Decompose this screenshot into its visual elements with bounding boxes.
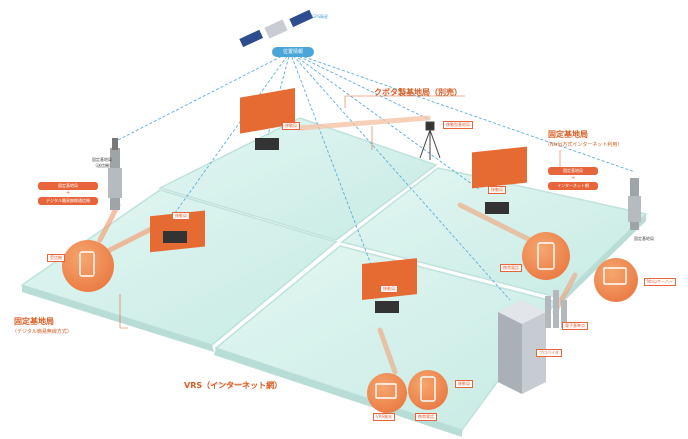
fixed-left-pole-label-1: 固定基地局 [92, 157, 112, 162]
machine-tag-5: 移動局 [455, 380, 473, 388]
callout-lines [119, 95, 561, 385]
reference-station-icons [545, 290, 567, 328]
mobile-base-station-icon [419, 121, 441, 160]
receiver-circle [62, 240, 114, 292]
fixed-right-pole-label: 固定基地局 [634, 236, 654, 241]
server-building-icon [498, 300, 546, 394]
gps-satellite-label: GPS衛星 [312, 14, 329, 19]
fixed-right-plus: + [571, 175, 576, 181]
fixed-right-pill-2: インターネット網 [548, 182, 598, 190]
field-bottom-edge [214, 348, 462, 437]
phone-circle-bottom [408, 370, 448, 410]
phone-circle-right [522, 232, 570, 280]
fixed-left-pill-2: デジタル簡易無線通信機 [38, 197, 98, 205]
fixed-left-pill-1: 固定基地局 [38, 182, 98, 190]
provider-tag: プロバイダ [536, 349, 562, 357]
field-left-edge [22, 285, 214, 352]
fixed-left-bottom-title: 固定基地局 [14, 317, 54, 326]
fixed-right-pill-1: 固定基地局 [548, 167, 598, 175]
rice-planter-machines [150, 87, 527, 313]
field-right-edge [560, 214, 646, 305]
mobile-base-tag: 移動型基地局 [443, 121, 473, 129]
fixed-left-bottom-subtitle: （デジタル簡易無線方式） [12, 329, 72, 335]
machine-tag-4: 移動局 [380, 285, 398, 293]
ntrip-tag: Ntripサーバー [644, 278, 676, 286]
fixed-station-pole-right [628, 178, 641, 230]
device-icons [79, 242, 627, 402]
kubota-base-title: クボタ製基地局（別売） [374, 88, 462, 97]
right-phone-tag: 携帯電話 [500, 264, 522, 272]
field-top [157, 117, 438, 241]
fixed-station-pole-left [108, 138, 122, 210]
gps-satellite-icon [239, 9, 314, 48]
vrs-title: VRS（インターネット網） [184, 381, 283, 390]
machine-tag-3: 移動局 [488, 186, 506, 194]
position-info-pill: 位置情報 [272, 47, 314, 57]
machine-tag-2: 移動局 [172, 212, 190, 220]
fixed-left-pole-label-2: （送信機） [93, 163, 113, 168]
vrs-terminal-tag: VRS端末 [373, 413, 396, 421]
machine-tag-1: 移動局 [282, 122, 300, 130]
fixed-left-plus: + [66, 190, 71, 196]
fixed-right-title: 固定基地局 [548, 130, 588, 139]
vrs-terminal-circle [367, 373, 407, 413]
vrs-phone-tag: 携帯電話 [415, 413, 437, 421]
receiver-tag: 受信機 [47, 254, 65, 262]
orange-signal-arrows [97, 115, 578, 375]
ref-station-tag: 電子基準点 [562, 322, 588, 330]
ntrip-circle [594, 258, 638, 302]
field-left [20, 189, 338, 346]
fixed-right-subtitle: （Ntrip方式インターネット利用） [545, 142, 623, 148]
